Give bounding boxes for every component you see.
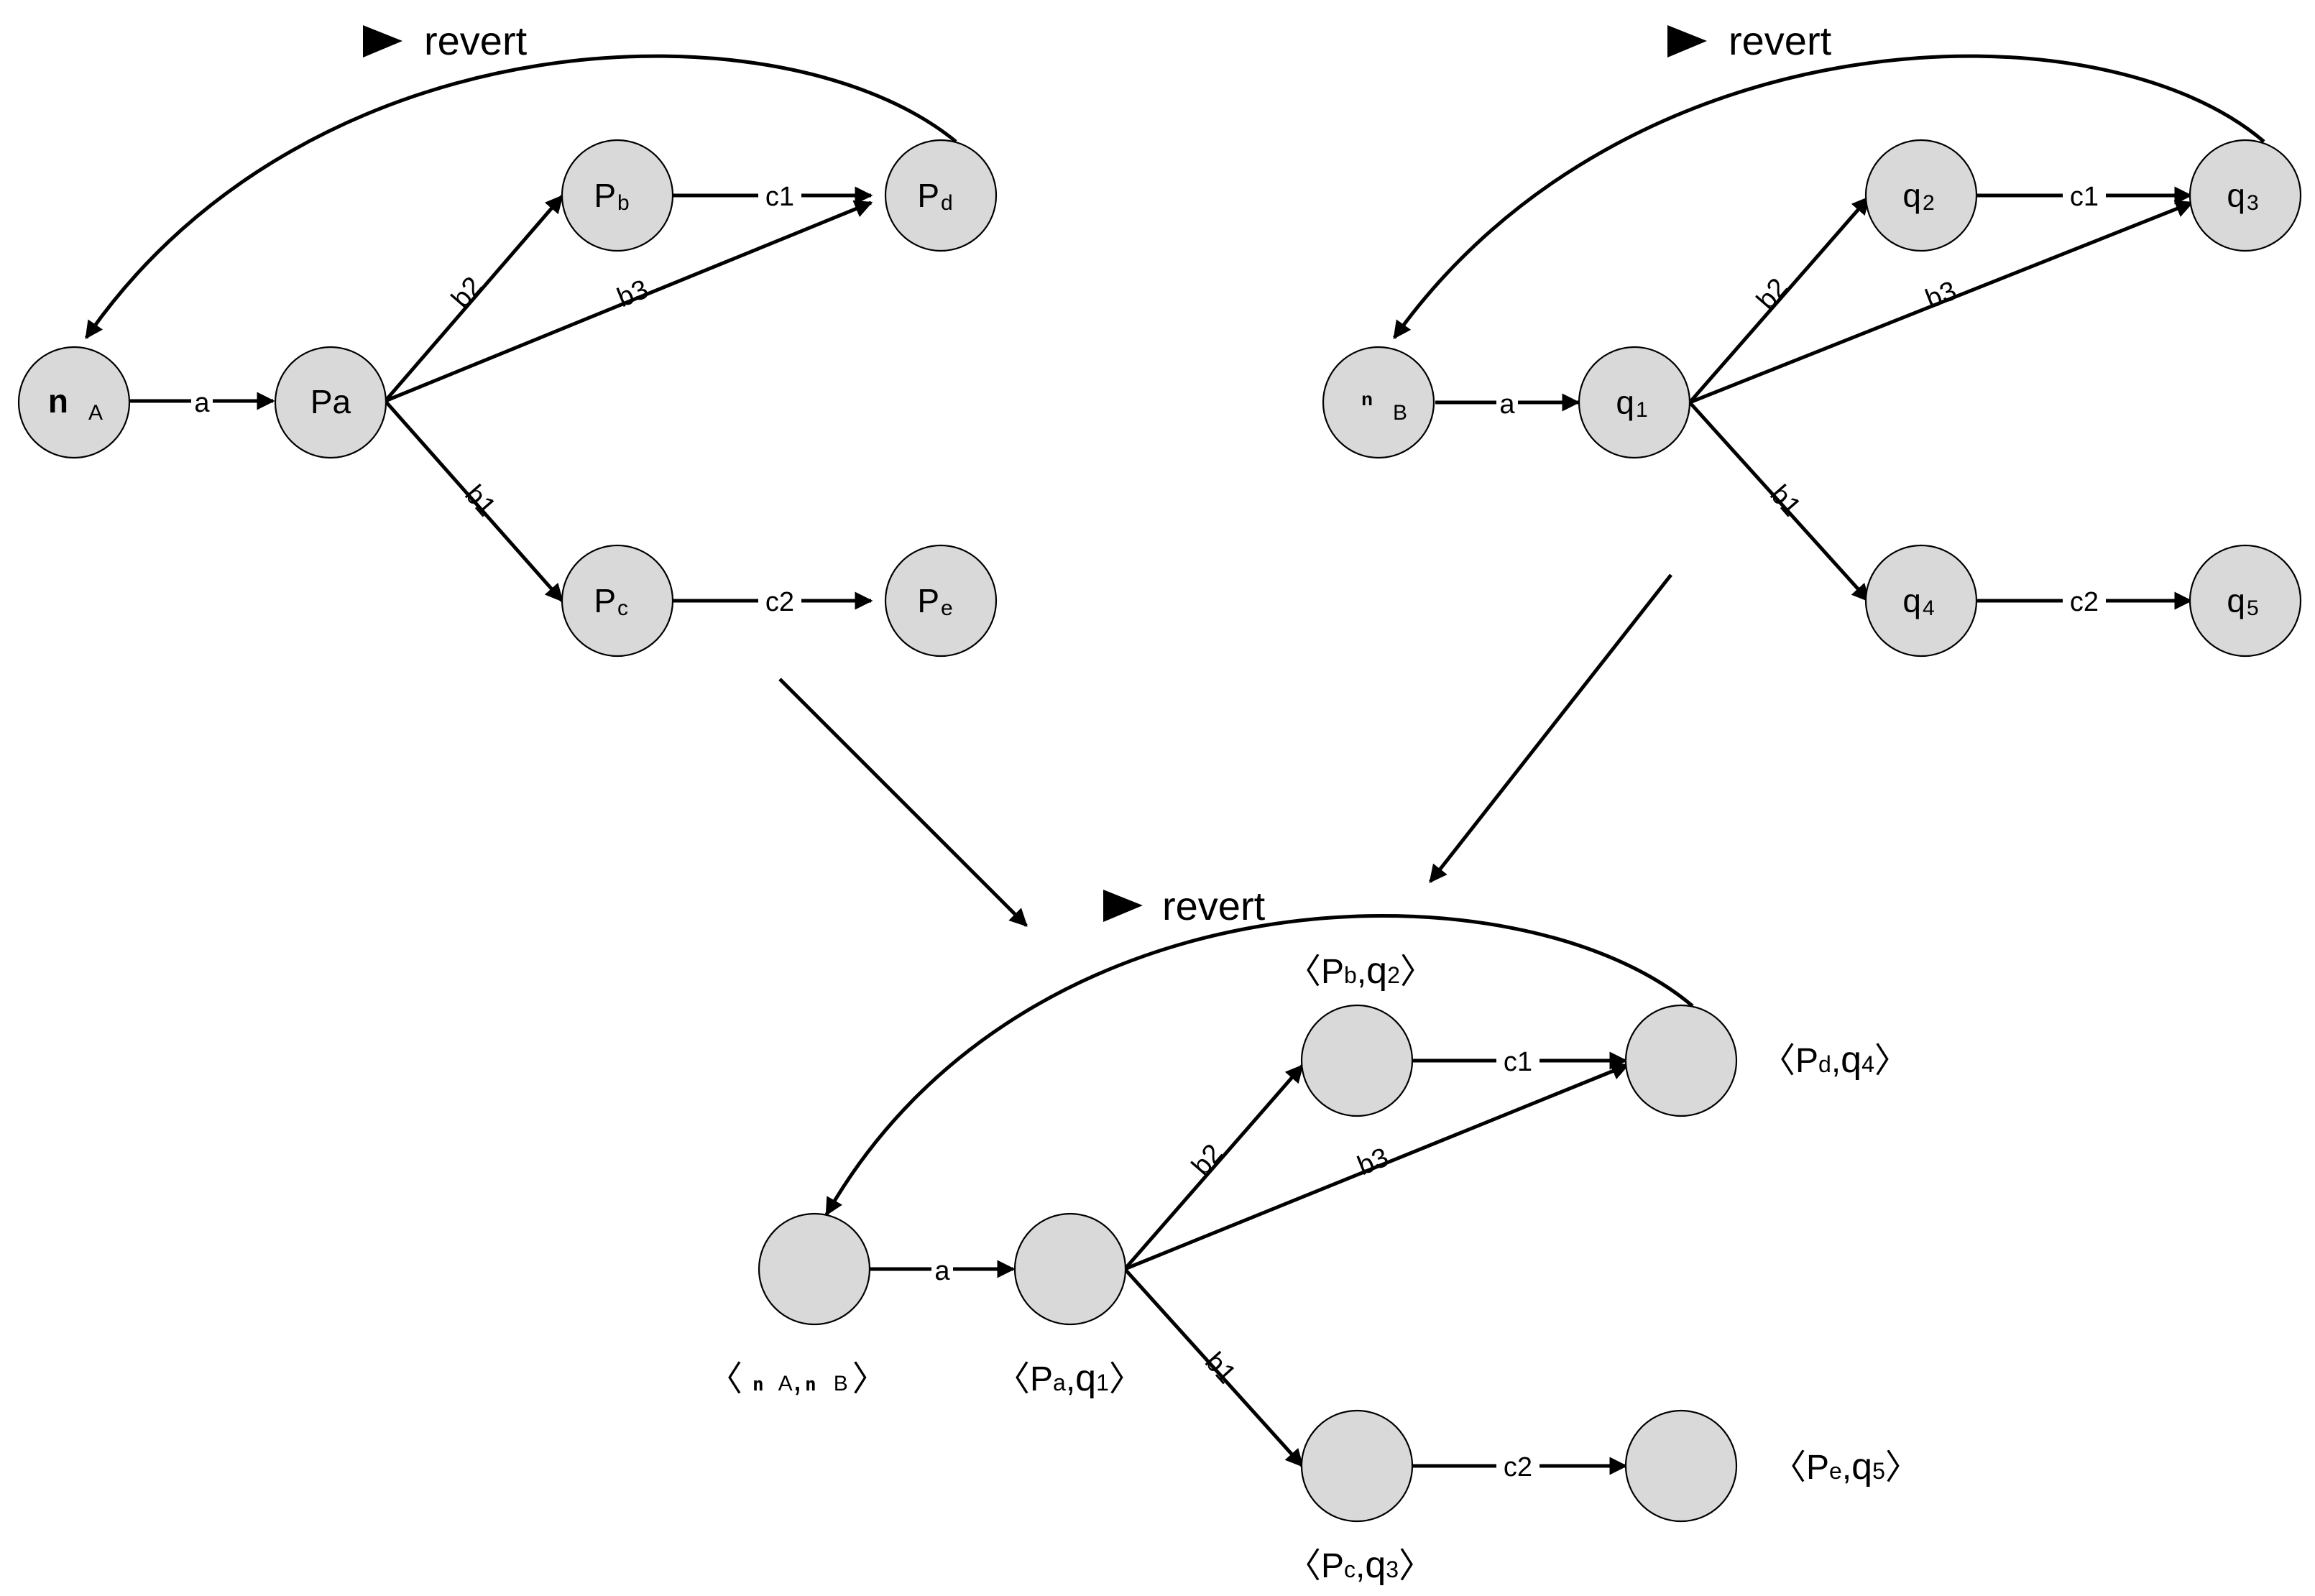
revert-triangle-icon	[363, 25, 402, 57]
edge-label-a: a	[1499, 389, 1515, 420]
svg-text:P: P	[594, 177, 616, 214]
svg-text:Pa: Pa	[310, 383, 351, 420]
edge-label-c1: c1	[2070, 182, 2099, 212]
revert-label: revert	[1162, 883, 1266, 928]
edge-revert-product	[824, 914, 1694, 1217]
node-start	[758, 1212, 871, 1326]
node-na: n A	[17, 346, 131, 459]
svg-text:2: 2	[1923, 191, 1935, 215]
edge-label-b1: b1	[459, 479, 501, 522]
automaton-b: revert a b2 b3 b1 c1 c2 n B q 1 q	[1322, 18, 2302, 658]
node-pd-q4	[1624, 1004, 1738, 1117]
svg-text:P: P	[917, 177, 939, 214]
automaton-a: revert a b2 b3 b1 c1 c2 n A Pa	[17, 18, 998, 658]
revert-label: revert	[1729, 18, 1832, 63]
node-q5: q 5	[2189, 544, 2302, 658]
edge-label-c1: c1	[1504, 1047, 1532, 1077]
svg-text:4: 4	[1923, 596, 1935, 620]
node-pd: P d	[884, 139, 998, 252]
edge-label-c2: c2	[2070, 587, 2099, 617]
edge-label-a: a	[934, 1256, 950, 1286]
edge-label-c1: c1	[765, 182, 794, 212]
edge-label-b2: b2	[1751, 272, 1793, 315]
revert-label: revert	[424, 18, 528, 63]
svg-text:P: P	[594, 582, 616, 619]
svg-text:3: 3	[2247, 191, 2259, 215]
node-pb-q2	[1300, 1004, 1414, 1117]
node-pe-q5	[1624, 1409, 1738, 1523]
svg-text:q: q	[2227, 582, 2245, 619]
node-pe: P e	[884, 544, 998, 658]
svg-text:b: b	[617, 191, 630, 215]
svg-text:q: q	[1902, 582, 1921, 619]
edge-label-b2: b2	[1186, 1138, 1228, 1181]
svg-text:e: e	[941, 596, 953, 620]
svg-text:A: A	[88, 401, 103, 425]
node-pc-q3	[1300, 1409, 1414, 1523]
revert-triangle-icon	[1667, 25, 1707, 57]
edge-b2-pa-q1-pb-q2	[1123, 1064, 1304, 1270]
svg-text:d: d	[941, 191, 953, 215]
node-q2: q 2	[1864, 139, 1978, 252]
edge-b1-pa-q1-pc-q3	[1123, 1268, 1304, 1467]
edge-label-b3: b3	[613, 274, 653, 313]
node-nb: n B	[1322, 346, 1435, 459]
node-q4: q 4	[1864, 544, 1978, 658]
automaton-b-revert: revert	[1667, 18, 1832, 63]
edge-revert-b	[1392, 54, 2265, 340]
edge-b3-q1-q3	[1689, 200, 2194, 405]
edge-label-b1: b1	[1764, 479, 1806, 522]
edge-b1-q1-q4	[1688, 401, 1870, 602]
svg-text:q: q	[2227, 177, 2245, 214]
node-pa: Pa	[274, 346, 387, 459]
pair-label-pb-q2: 〈Pb,q2〉	[1287, 950, 1435, 992]
svg-text:n: n	[1361, 388, 1373, 410]
edge-label-b2: b2	[446, 271, 488, 313]
edge-revert-a	[84, 54, 957, 340]
revert-triangle-icon	[1103, 890, 1143, 922]
node-pb: P b	[561, 139, 674, 252]
pair-label-pa-q1: 〈Pa,q1〉	[995, 1357, 1143, 1399]
automaton-a-revert: revert	[363, 18, 528, 63]
node-pa-q1	[1013, 1212, 1127, 1326]
svg-text:n: n	[48, 382, 68, 420]
node-q1: q 1	[1578, 346, 1691, 459]
edge-b2-pa-pb	[384, 195, 563, 402]
combine-arrow-right	[1429, 573, 1672, 883]
svg-text:c: c	[617, 596, 628, 620]
edge-b3-pa-q1-pd-q4	[1124, 1062, 1630, 1271]
combine-arrow-left	[778, 678, 1028, 927]
svg-text:q: q	[1902, 177, 1921, 214]
pair-label-pd-q4: 〈Pd,q4〉	[1761, 1039, 1909, 1081]
node-q3: q 3	[2189, 139, 2302, 252]
node-pc: P c	[561, 544, 674, 658]
svg-text:B: B	[1393, 401, 1407, 425]
edge-label-b1: b1	[1199, 1347, 1242, 1390]
edge-label-a: a	[194, 388, 210, 418]
edge-label-c2: c2	[765, 587, 794, 617]
svg-text:P: P	[917, 582, 939, 619]
svg-text:q: q	[1616, 384, 1634, 421]
edge-label-c2: c2	[1504, 1452, 1532, 1482]
svg-text:5: 5	[2247, 596, 2259, 620]
product-revert: revert	[1103, 883, 1266, 928]
svg-text:1: 1	[1636, 398, 1648, 422]
edge-b3-pa-pd	[385, 200, 873, 403]
pair-label-pe-q5: 〈Pe,q5〉	[1772, 1446, 1920, 1487]
edge-b2-q1-q2	[1688, 196, 1870, 404]
pair-label-pc-q3: 〈Pc,q3〉	[1287, 1544, 1433, 1586]
edge-b1-pa-pc	[384, 400, 563, 602]
